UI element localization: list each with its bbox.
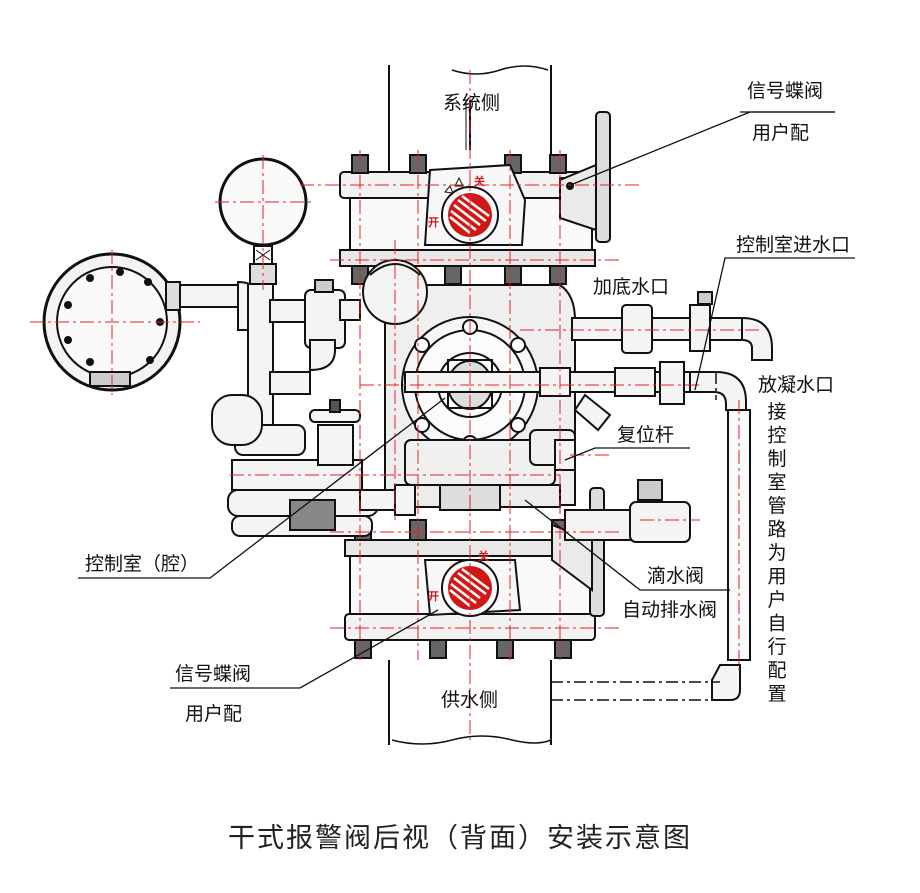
label-fill-port: 加底水口 xyxy=(593,276,669,298)
label-signal-valve-top: 信号蝶阀 xyxy=(747,80,823,102)
leader-lines xyxy=(78,111,855,689)
label-reset-lever: 复位杆 xyxy=(617,424,674,446)
label-auto-drain: 自动排水阀 xyxy=(622,599,717,621)
label-drip-valve: 滴水阀 xyxy=(647,565,704,587)
bottom-dial-close-label: 关 xyxy=(478,549,489,563)
trim-piping-left xyxy=(165,279,416,537)
label-condensate-port: 放凝水口 xyxy=(758,374,834,396)
top-dial-open-label: 开 xyxy=(428,216,439,229)
label-control-inlet: 控制室进水口 xyxy=(736,234,850,256)
top-dial-close-label: 关 xyxy=(474,174,485,188)
trim-piping-right xyxy=(404,291,773,701)
diagram-caption: 干式报警阀后视（背面）安装示意图 xyxy=(228,823,692,854)
label-user-piping-note: 接控制室管路为用户自行配置 xyxy=(767,401,786,705)
label-supply-side: 供水侧 xyxy=(441,689,498,711)
bottom-dial-open-label: 开 xyxy=(428,590,439,603)
label-user-supplied-bottom: 用户配 xyxy=(185,703,242,725)
label-signal-valve-bottom: 信号蝶阀 xyxy=(175,663,251,685)
label-control-chamber: 控制室（腔） xyxy=(85,553,199,575)
label-system-side: 系统侧 xyxy=(443,92,500,114)
center-lines xyxy=(30,70,760,740)
user-piping-route xyxy=(551,372,720,701)
label-user-supplied-top: 用户配 xyxy=(752,122,809,144)
supply-side-pipe xyxy=(388,660,552,745)
